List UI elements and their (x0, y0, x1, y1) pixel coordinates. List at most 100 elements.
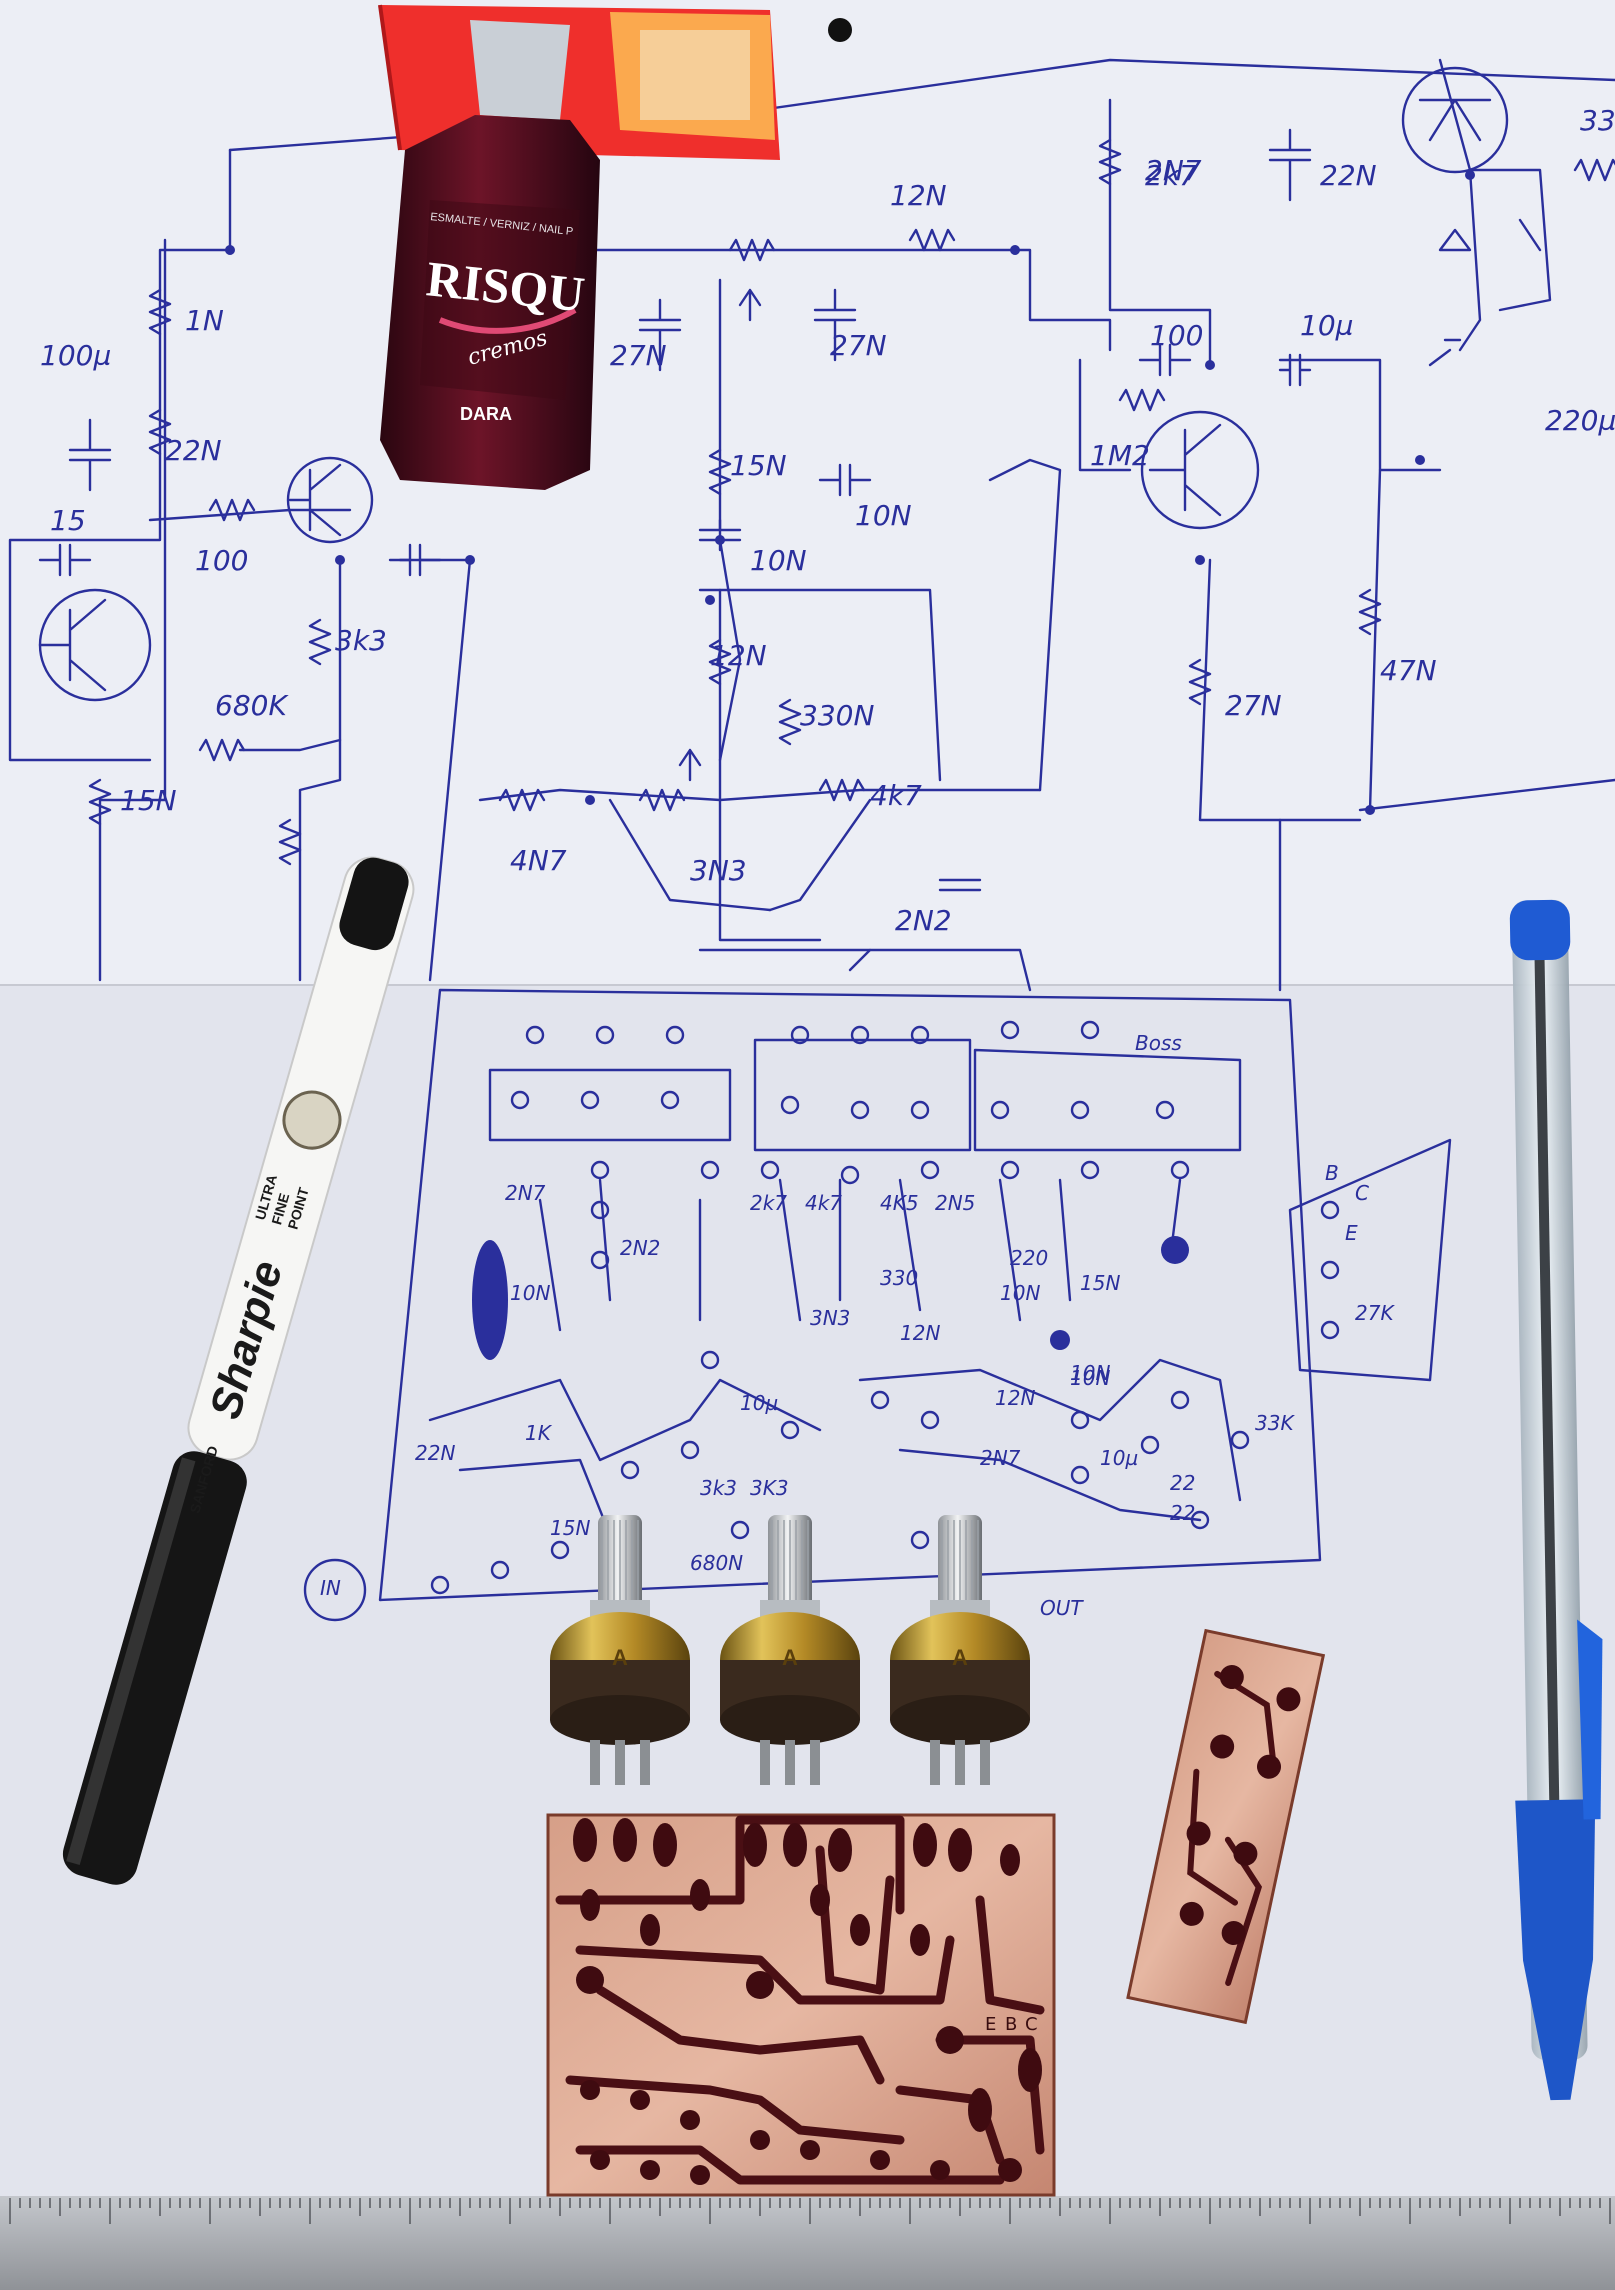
layout-label: B (1325, 1161, 1339, 1185)
layout-label: 330 (880, 1266, 918, 1290)
schematic-label: 2N2 (895, 904, 952, 937)
layout-label: 10N (1070, 1361, 1110, 1385)
pcb-main: E B C (546, 1813, 1056, 2197)
layout-label: 15N (1080, 1271, 1120, 1295)
layout-label: 10N (510, 1281, 550, 1305)
drill-pad (1320, 1200, 1340, 1220)
layout-label: 220 (1010, 1246, 1048, 1270)
schematic-label: 1M2 (1090, 439, 1150, 472)
potentiometer: A (720, 1515, 860, 1785)
pcb-pad (800, 2140, 820, 2160)
drill-pad (1170, 1390, 1190, 1410)
pot-label: A (952, 1645, 968, 1670)
drill-pad (550, 1540, 570, 1560)
layout-label: 27K (1355, 1301, 1395, 1325)
layout-label: OUT (1040, 1596, 1084, 1620)
schematic-label: 2N7 (1145, 154, 1202, 187)
pcb-pad (1000, 1844, 1020, 1876)
drill-pad (910, 1100, 930, 1120)
pcb-pad (998, 2158, 1022, 2182)
pcb-pad (810, 1884, 830, 1916)
layout-label: 3K3 (750, 1476, 789, 1500)
drill-pad (850, 1025, 870, 1045)
drill-pad (1155, 1100, 1175, 1120)
drill-pad (1070, 1465, 1090, 1485)
pcb-pad (640, 2160, 660, 2180)
drill-pad (1080, 1020, 1100, 1040)
drill-pad (1170, 1160, 1190, 1180)
layout-label: 680N (690, 1551, 743, 1575)
layout-label: 10µ (1100, 1446, 1138, 1470)
ballpoint-pen (1509, 899, 1603, 2101)
schematic-label: 100µ (40, 339, 111, 372)
drill-pad (910, 1530, 930, 1550)
drill-pad (1140, 1435, 1160, 1455)
drill-pad (1320, 1320, 1340, 1340)
drill-pad (870, 1390, 890, 1410)
schematic-label: 15 (50, 504, 86, 537)
schematic-label: 4k7 (870, 779, 922, 812)
schematic-label: 47N (1380, 654, 1437, 687)
layout-label: 2N5 (935, 1191, 975, 1215)
pcb-pad (630, 2090, 650, 2110)
pcb-pad (690, 2165, 710, 2185)
potentiometer: A (890, 1515, 1030, 1785)
pcb-pad (680, 2110, 700, 2130)
pcb-pad (746, 1971, 774, 1999)
schematic-label: 3N3 (690, 854, 747, 887)
drill-pad (1070, 1100, 1090, 1120)
layout-label: E (1345, 1221, 1358, 1245)
pcb-pad (590, 2150, 610, 2170)
drill-pad (920, 1410, 940, 1430)
pcb-pad (613, 1818, 637, 1862)
drill-pad (595, 1025, 615, 1045)
layout-label: 2N2 (620, 1236, 660, 1260)
drill-pad (510, 1090, 530, 1110)
drill-pad (780, 1095, 800, 1115)
layout-label: 2k7 (750, 1191, 787, 1215)
schematic-label: 27N (610, 339, 667, 372)
pcb-pad (850, 1914, 870, 1946)
drill-pad (680, 1440, 700, 1460)
schematic-label: 10µ (1300, 309, 1353, 342)
layout-label: 10N (1070, 1366, 1110, 1390)
schematic-label: 3k3 (335, 624, 387, 657)
drill-pad (490, 1560, 510, 1580)
layout-label: 33K (1255, 1411, 1295, 1435)
layout-label: C (1355, 1181, 1369, 1205)
drill-pad (730, 1520, 750, 1540)
layout-label: 22N (415, 1441, 455, 1465)
pcb-pad (743, 1823, 767, 1867)
pcb-label-c: C (1025, 2014, 1038, 2035)
schematic-label: 15N (120, 784, 177, 817)
pcb-label-e: E (985, 2014, 996, 2035)
paper-top (0, 0, 1615, 990)
pcb-pad (910, 1924, 930, 1956)
pcb-pad (930, 2160, 950, 2180)
layout-label: 3k3 (700, 1476, 737, 1500)
schematic-label: 12N (890, 179, 947, 212)
pcb-label-b: B (1005, 2014, 1017, 2035)
schematic-label: 22N (1320, 159, 1377, 192)
drill-pad (660, 1090, 680, 1110)
drill-pad (1230, 1430, 1250, 1450)
drill-pad (1070, 1410, 1090, 1430)
layout-label: 10µ (740, 1391, 778, 1415)
pcb-pad (968, 2088, 992, 2132)
layout-label: 22 (1170, 1471, 1195, 1495)
pcb-pad (640, 1914, 660, 1946)
drill-pad (580, 1090, 600, 1110)
layout-label: 10N (1000, 1281, 1040, 1305)
pcb-small (1126, 1628, 1326, 2025)
drill-pad (920, 1160, 940, 1180)
schematic-label: 1N (185, 304, 224, 337)
schematic-label: 12N (710, 639, 767, 672)
pcb-pad (580, 1889, 600, 1921)
drill-pad (700, 1350, 720, 1370)
drill-pad (1320, 1260, 1340, 1280)
schematic-label: 2k7 (1145, 159, 1197, 192)
potentiometer: A (550, 1515, 690, 1785)
